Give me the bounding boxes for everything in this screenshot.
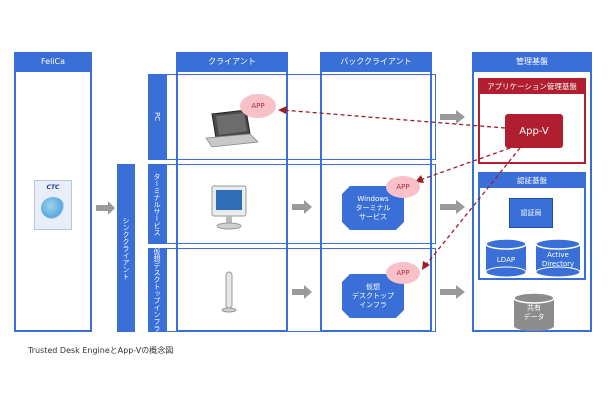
ad-line-1: Active (547, 251, 569, 259)
diagram-caption: Trusted Desk EngineとApp-Vの概念図 (28, 346, 174, 355)
virtual-desktop-label: 仮想 デスクトップ インフラ (342, 276, 404, 316)
row-box-terminal (166, 164, 436, 244)
vd-line-3: インフラ (359, 300, 387, 309)
arrow-terminal-back-mgmt (440, 200, 465, 214)
windows-terminal-shape (342, 186, 404, 230)
appv-delivery-arrows (281, 109, 521, 267)
row-label-terminal: ターミナルサービス (148, 164, 166, 244)
sd-line-1: 共有 (527, 304, 541, 312)
monitor-icon (211, 185, 247, 230)
app-bubble-pc: APP (240, 94, 276, 118)
vd-line-2: デスクトップ (352, 291, 394, 300)
arrow-terminal-client-back (292, 200, 312, 214)
shared-data-label: 共有 データ (514, 302, 554, 324)
card-graphic-icon (41, 197, 65, 219)
app-bubble-terminal: APP (386, 176, 420, 198)
management-header: 管理基盤 (472, 52, 592, 70)
row-box-vdi (166, 248, 436, 332)
row-label-vdi: 仮想デスクトップインフラ (148, 248, 166, 332)
ldap-cylinder (485, 238, 527, 278)
felica-card: CTC (34, 180, 72, 230)
wt-line-3: サービス (359, 212, 387, 221)
felica-header: FeliCa (14, 52, 92, 70)
arrow-felica-to-client (96, 201, 115, 215)
active-directory-label: Active Directory (536, 248, 580, 272)
sd-line-2: データ (523, 313, 545, 321)
active-directory-cylinder (535, 238, 581, 278)
appv-box: App-V (505, 114, 563, 148)
app-management-header: アプリケーション管理基盤 (478, 78, 586, 94)
card-logo: CTC (46, 184, 60, 191)
laptop-icon (205, 109, 259, 148)
thin-client-icon (221, 271, 237, 313)
row-box-pc (166, 74, 436, 160)
wt-line-1: Windows (357, 194, 389, 203)
wt-line-2: ターミナル (355, 203, 391, 212)
auth-header: 認証基盤 (478, 172, 586, 188)
app-bubble-vdi: APP (386, 262, 420, 284)
arrow-vdi-client-back (292, 285, 312, 299)
arrow-pc-back-mgmt (440, 110, 465, 124)
shared-data-cylinder (513, 292, 555, 331)
ldap-label: LDAP (496, 255, 516, 264)
windows-terminal-label: Windows ターミナル サービス (342, 188, 404, 228)
virtual-desktop-shape (342, 274, 404, 318)
ad-line-2: Directory (541, 260, 575, 268)
back-client-header: バッククライアント (320, 52, 432, 70)
row-label-pc: PC (148, 74, 166, 160)
sync-client-label: シンククライアント (117, 164, 135, 332)
auth-station-box: 認証局 (509, 198, 553, 228)
client-header: クライアント (176, 52, 288, 70)
vd-line-1: 仮想 (366, 282, 380, 291)
arrow-vdi-back-mgmt (440, 285, 465, 299)
